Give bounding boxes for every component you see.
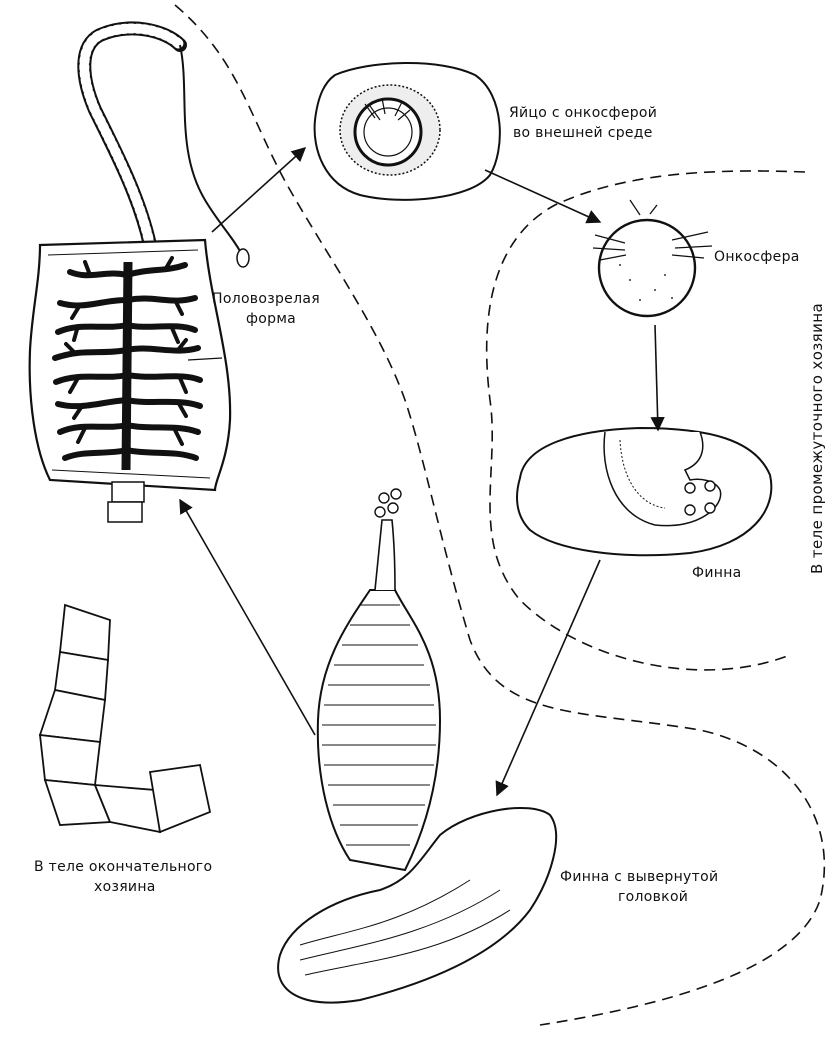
mature-form-label-line2: форма (246, 311, 297, 327)
oncosphere-label: Онкосфера (714, 249, 800, 265)
arrow-oncosphere-to-finna (650, 324, 665, 432)
egg-label-line2: во внешней среде (513, 125, 653, 141)
mature-tapeworm (28, 21, 250, 523)
finna-label: Финна (692, 565, 742, 581)
arrow-finna-to-everted (495, 559, 601, 797)
definitive-host-label-line1: В теле окончательного (34, 859, 213, 875)
definitive-host-boundary (174, 4, 826, 1026)
everted-finna-illustration (277, 488, 558, 1004)
intermediate-host-boundary (485, 170, 806, 671)
finna-illustration (516, 426, 773, 557)
segment-chain (38, 603, 212, 834)
egg-label-line1: Яйцо с онкосферой (509, 105, 658, 121)
egg-illustration (313, 62, 501, 201)
arrow-everted-to-mature (179, 498, 316, 736)
cycle-arrows (179, 147, 665, 797)
everted-finna-label-line2: головкой (618, 889, 689, 905)
definitive-host-label-line2: хозяина (94, 879, 156, 895)
mature-form-label-line1: Половозрелая (212, 291, 320, 307)
arrow-mature-to-egg (211, 147, 307, 233)
oncosphere-illustration (592, 199, 713, 318)
everted-finna-label-line1: Финна с вывернутой (560, 869, 719, 885)
arrow-egg-to-oncosphere (484, 169, 602, 224)
intermediate-host-label: В теле промежуточного хозяина (808, 302, 826, 574)
